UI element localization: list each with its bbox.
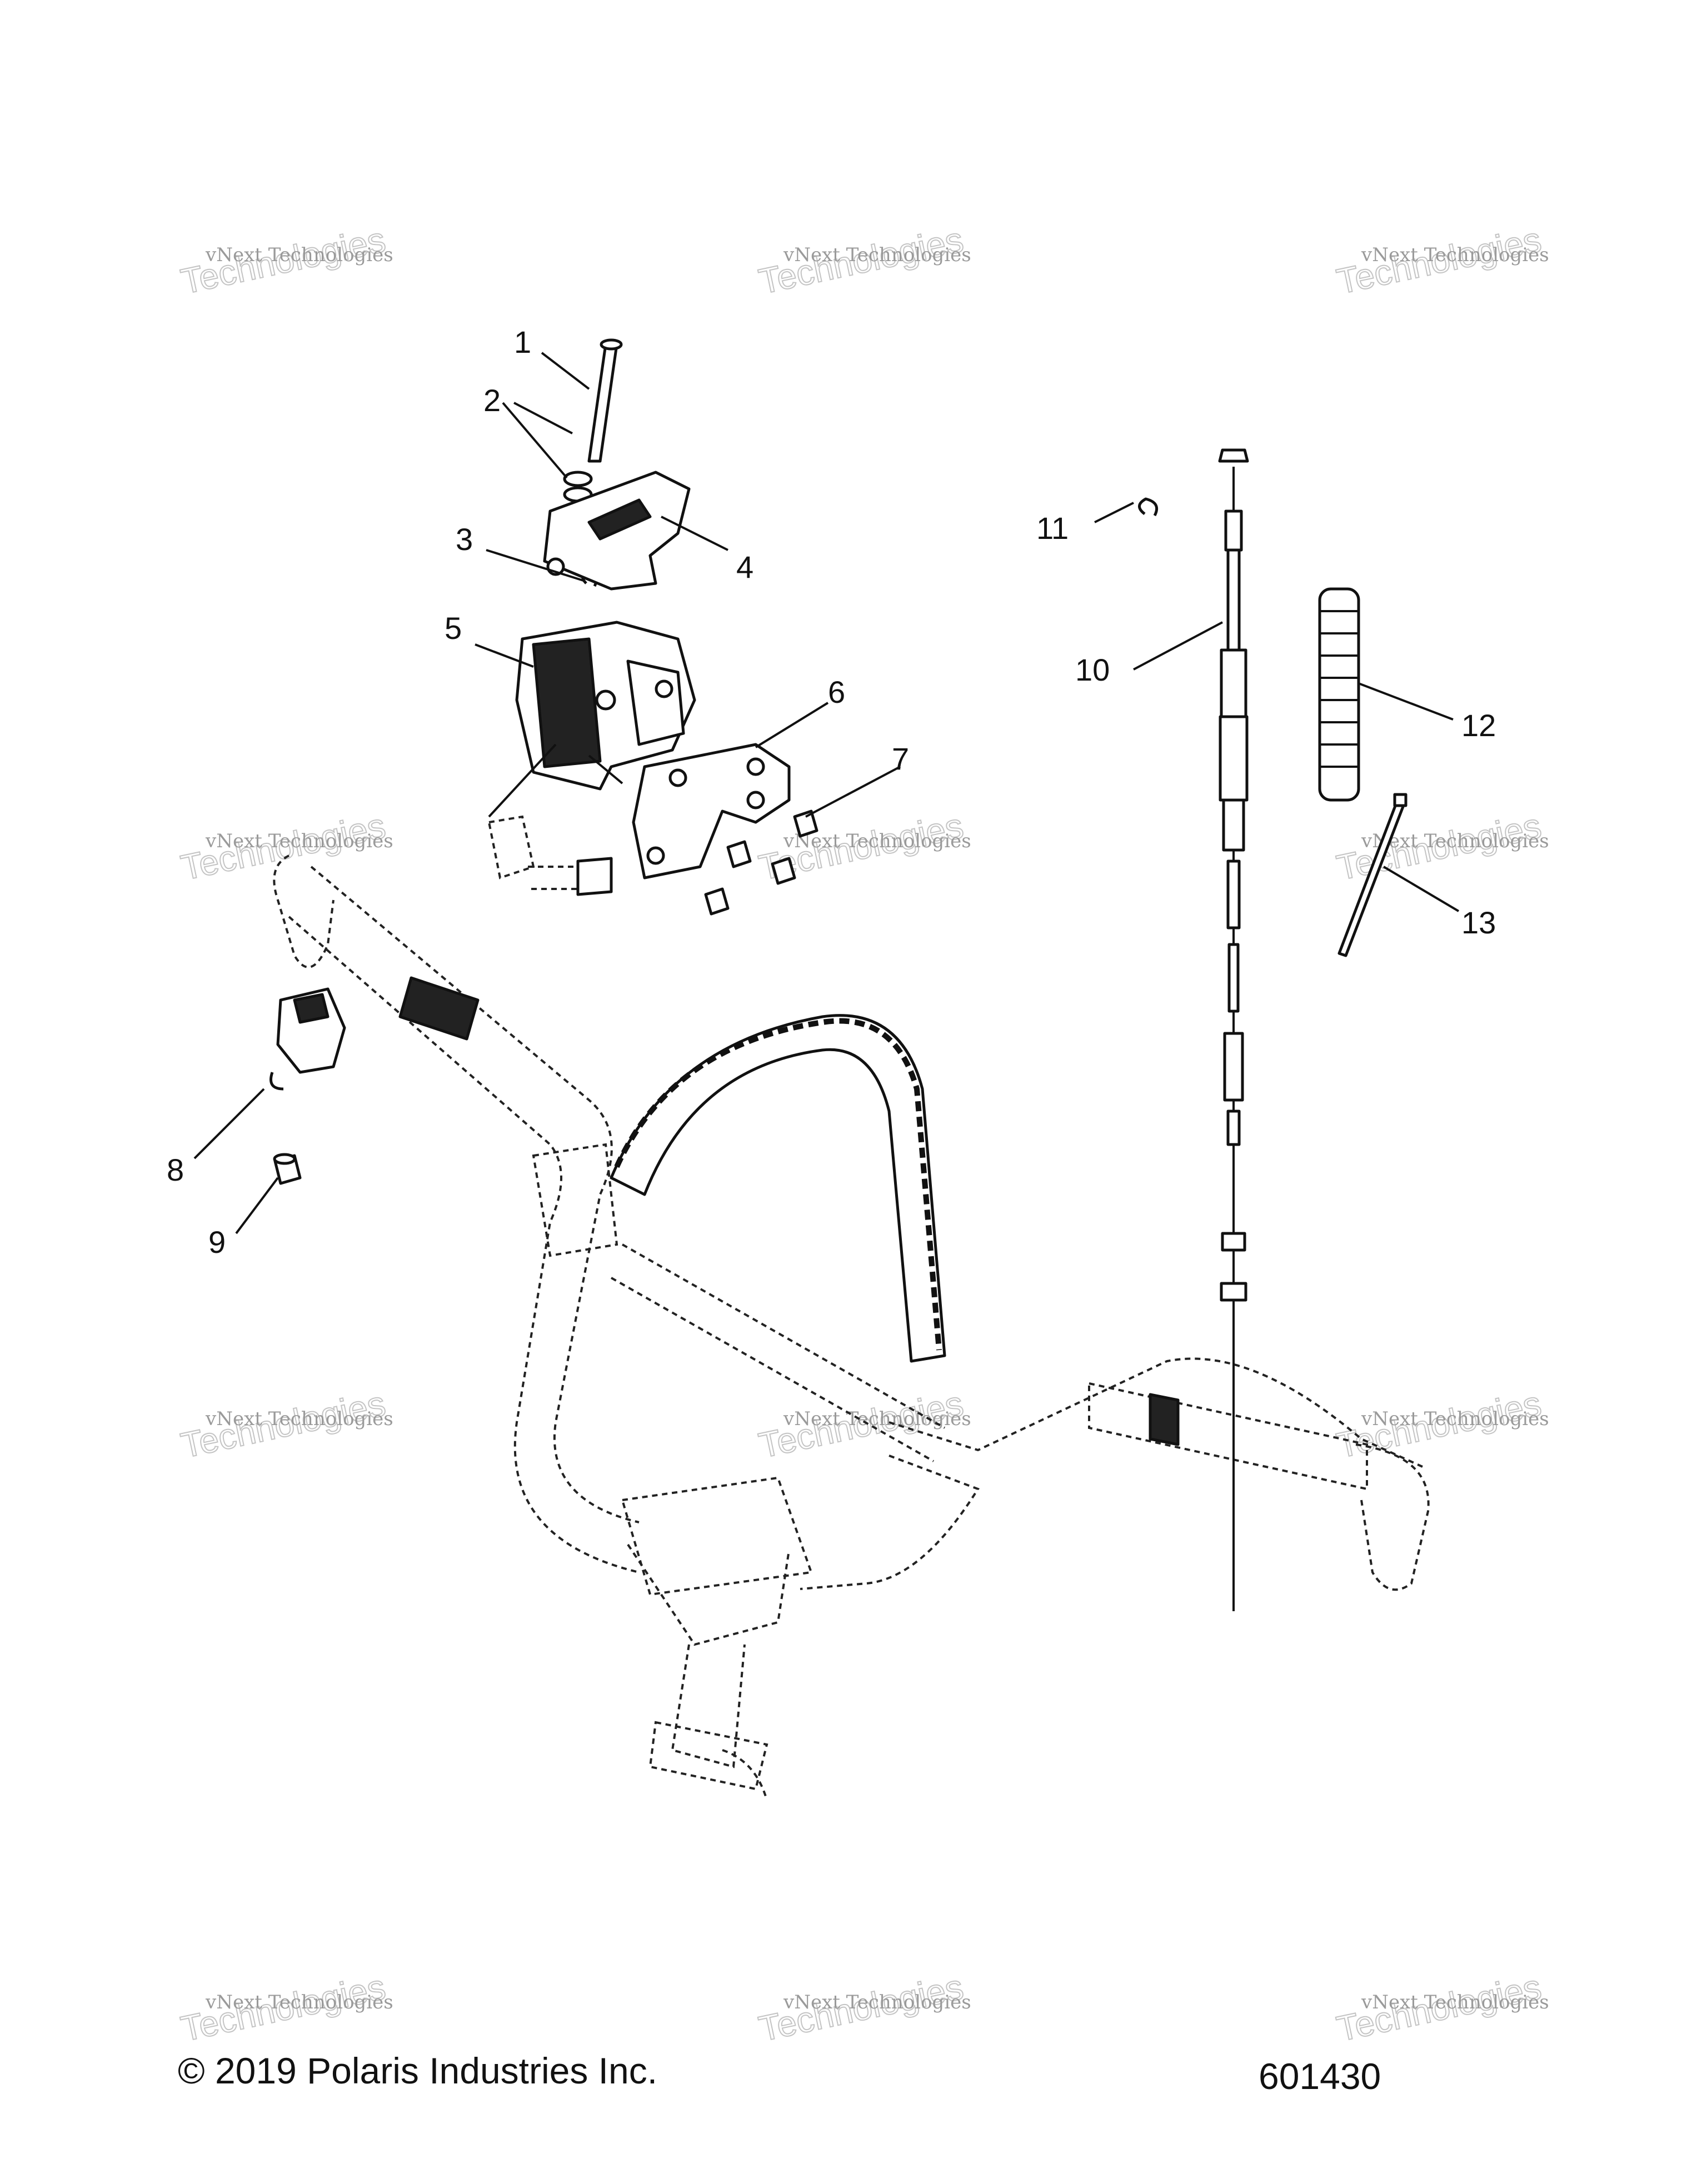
callout-12: 12: [1461, 708, 1496, 743]
callout-1: 1: [514, 324, 531, 359]
part-7-screws: [704, 809, 818, 916]
callout-10: 10: [1075, 652, 1110, 687]
handlebar-assembly: [273, 854, 1430, 1801]
leader-lines: [193, 352, 1460, 1235]
part-11-clip: [1138, 497, 1158, 517]
callout-7: 7: [892, 741, 909, 776]
part-5-switch-housing: [487, 621, 696, 896]
watermark: Technologies vNext Technologies: [1332, 1383, 1549, 1466]
svg-text:vNext Technologies: vNext Technologies: [205, 830, 393, 852]
part-1-bolt: [587, 338, 623, 463]
part-4-bracket: [543, 471, 691, 591]
watermark: Technologies vNext Technologies: [177, 1966, 393, 2050]
svg-text:vNext Technologies: vNext Technologies: [205, 1991, 393, 2013]
watermark: Technologies vNext Technologies: [177, 805, 393, 888]
copyright-notice: © 2019 Polaris Industries Inc.: [178, 2050, 657, 2091]
watermark: Technologies vNext Technologies: [177, 1383, 393, 1466]
svg-text:vNext Technologies: vNext Technologies: [1361, 1991, 1549, 2013]
watermark-grid: Technologies vNext Technologies Technolo…: [177, 219, 1549, 2050]
part-6-cover: [632, 743, 791, 879]
callout-11: 11: [1036, 511, 1069, 546]
part-10-cable: [1218, 448, 1249, 1611]
part-13-tie: [1337, 793, 1407, 957]
callout-labels: 1 2 3 4 5 6 7 8 9 10 11 12 13: [167, 324, 1496, 1260]
part-8-housing: [269, 987, 346, 1091]
svg-text:vNext Technologies: vNext Technologies: [783, 830, 971, 852]
svg-text:vNext Technologies: vNext Technologies: [205, 1408, 393, 1430]
svg-text:vNext Technologies: vNext Technologies: [1361, 244, 1549, 266]
watermark: Technologies vNext Technologies: [177, 219, 393, 302]
callout-3: 3: [456, 522, 473, 557]
svg-text:vNext Technologies: vNext Technologies: [783, 1991, 971, 2013]
svg-text:vNext Technologies: vNext Technologies: [783, 244, 971, 266]
part-12-sleeve: [1318, 587, 1360, 802]
callout-13: 13: [1461, 905, 1496, 940]
watermark: Technologies vNext Technologies: [1332, 1966, 1549, 2050]
watermark: Technologies vNext Technologies: [1332, 219, 1549, 302]
svg-text:vNext Technologies: vNext Technologies: [1361, 1408, 1549, 1430]
watermark: Technologies vNext Technologies: [755, 219, 971, 302]
figure-number: 601430: [1259, 2056, 1381, 2097]
watermark: Technologies vNext Technologies: [755, 1966, 971, 2050]
callout-8: 8: [167, 1152, 184, 1187]
callout-4: 4: [736, 549, 753, 584]
callout-9: 9: [208, 1225, 226, 1260]
callout-6: 6: [828, 674, 845, 709]
svg-text:vNext Technologies: vNext Technologies: [205, 244, 393, 266]
watermark: Technologies vNext Technologies: [1332, 805, 1549, 888]
part-9-bushing: [273, 1153, 302, 1185]
svg-text:vNext Technologies: vNext Technologies: [783, 1408, 971, 1430]
callout-2: 2: [483, 383, 501, 418]
callout-5: 5: [445, 611, 462, 646]
